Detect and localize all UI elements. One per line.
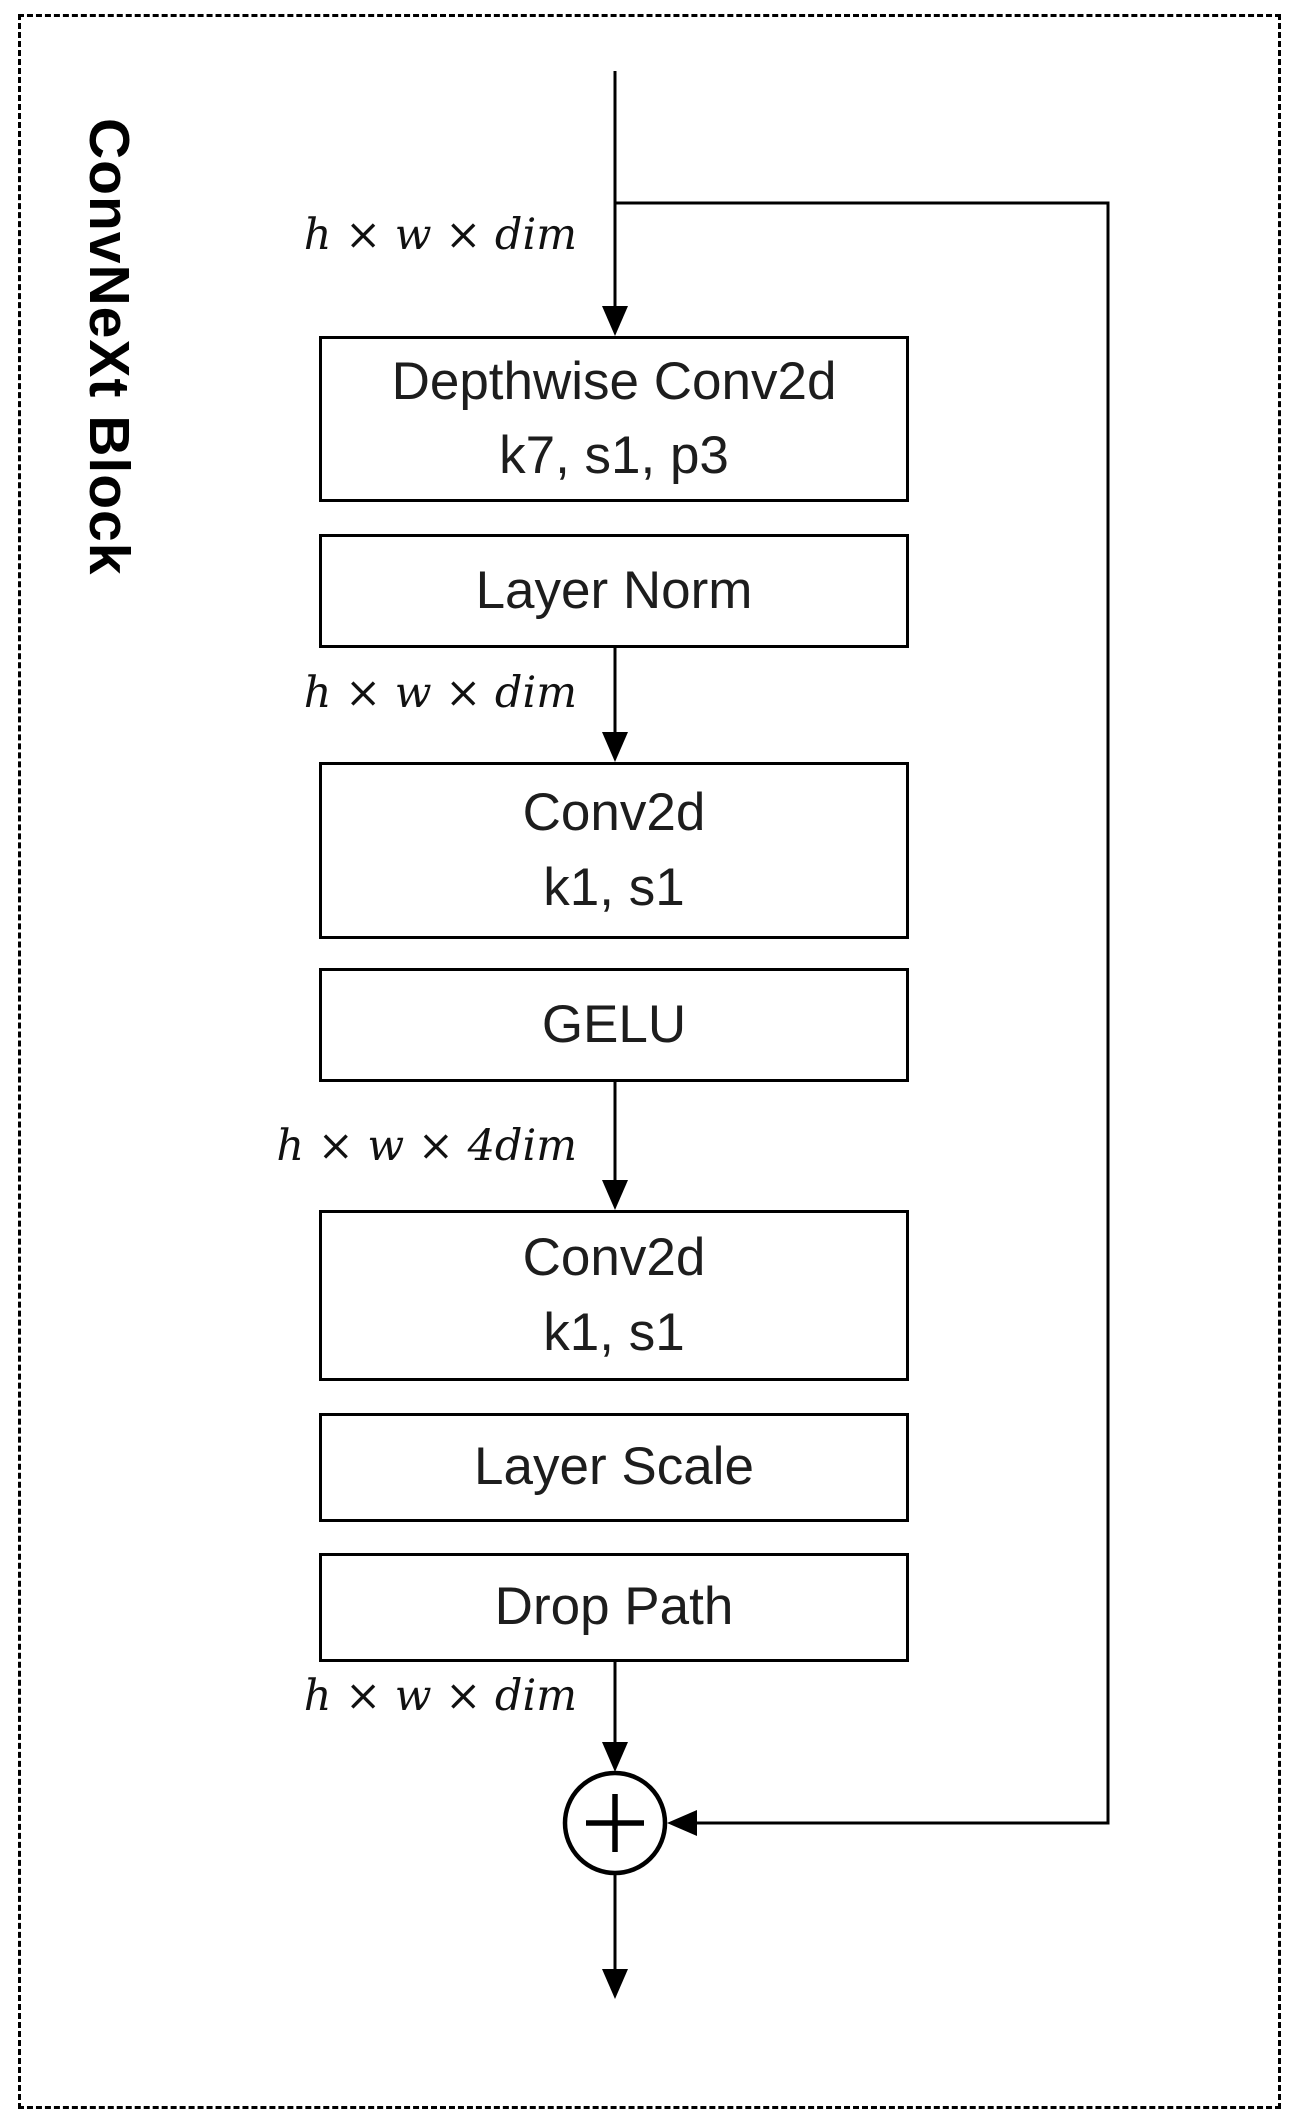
dim-label-after-norm: h × w × dim: [303, 668, 577, 718]
block-pointwise-conv2d-1: Conv2d k1, s1: [319, 762, 909, 939]
input-arrowhead: [602, 306, 628, 336]
block-label: Depthwise Conv2d: [391, 351, 837, 411]
output-arrowhead: [602, 1969, 628, 1999]
block-drop-path: Drop Path: [319, 1553, 909, 1662]
block-label: GELU: [541, 994, 687, 1054]
block-gelu: GELU: [319, 968, 909, 1082]
skip-arrowhead: [667, 1810, 697, 1836]
block-label: Layer Norm: [475, 560, 753, 620]
block-label: Layer Scale: [474, 1437, 754, 1497]
skip-connection-line: [615, 201, 1110, 1825]
residual-add-node: [562, 1770, 668, 1876]
block-sublabel: k1, s1: [543, 857, 685, 917]
arrowhead-droppath-to-sum: [602, 1742, 628, 1772]
block-pointwise-conv2d-2: Conv2d k1, s1: [319, 1210, 909, 1381]
block-layer-scale: Layer Scale: [319, 1413, 909, 1522]
block-label: Conv2d: [522, 1228, 706, 1288]
dim-label-input: h × w × dim: [303, 210, 577, 260]
block-sublabel: k1, s1: [543, 1302, 685, 1362]
block-label: Drop Path: [494, 1577, 734, 1637]
block-sublabel: k7, s1, p3: [499, 426, 729, 485]
arrowhead-gelu-to-conv: [602, 1180, 628, 1210]
plus-icon: [586, 1794, 644, 1852]
dim-label-expanded: h × w × 4dim: [276, 1121, 577, 1171]
dim-label-output: h × w × dim: [303, 1671, 577, 1721]
block-depthwise-conv2d: Depthwise Conv2d k7, s1, p3: [319, 336, 909, 502]
block-layer-norm: Layer Norm: [319, 534, 909, 648]
block-label: Conv2d: [522, 783, 706, 843]
arrowhead-norm-to-conv: [602, 732, 628, 762]
diagram-border: [18, 14, 1281, 2109]
